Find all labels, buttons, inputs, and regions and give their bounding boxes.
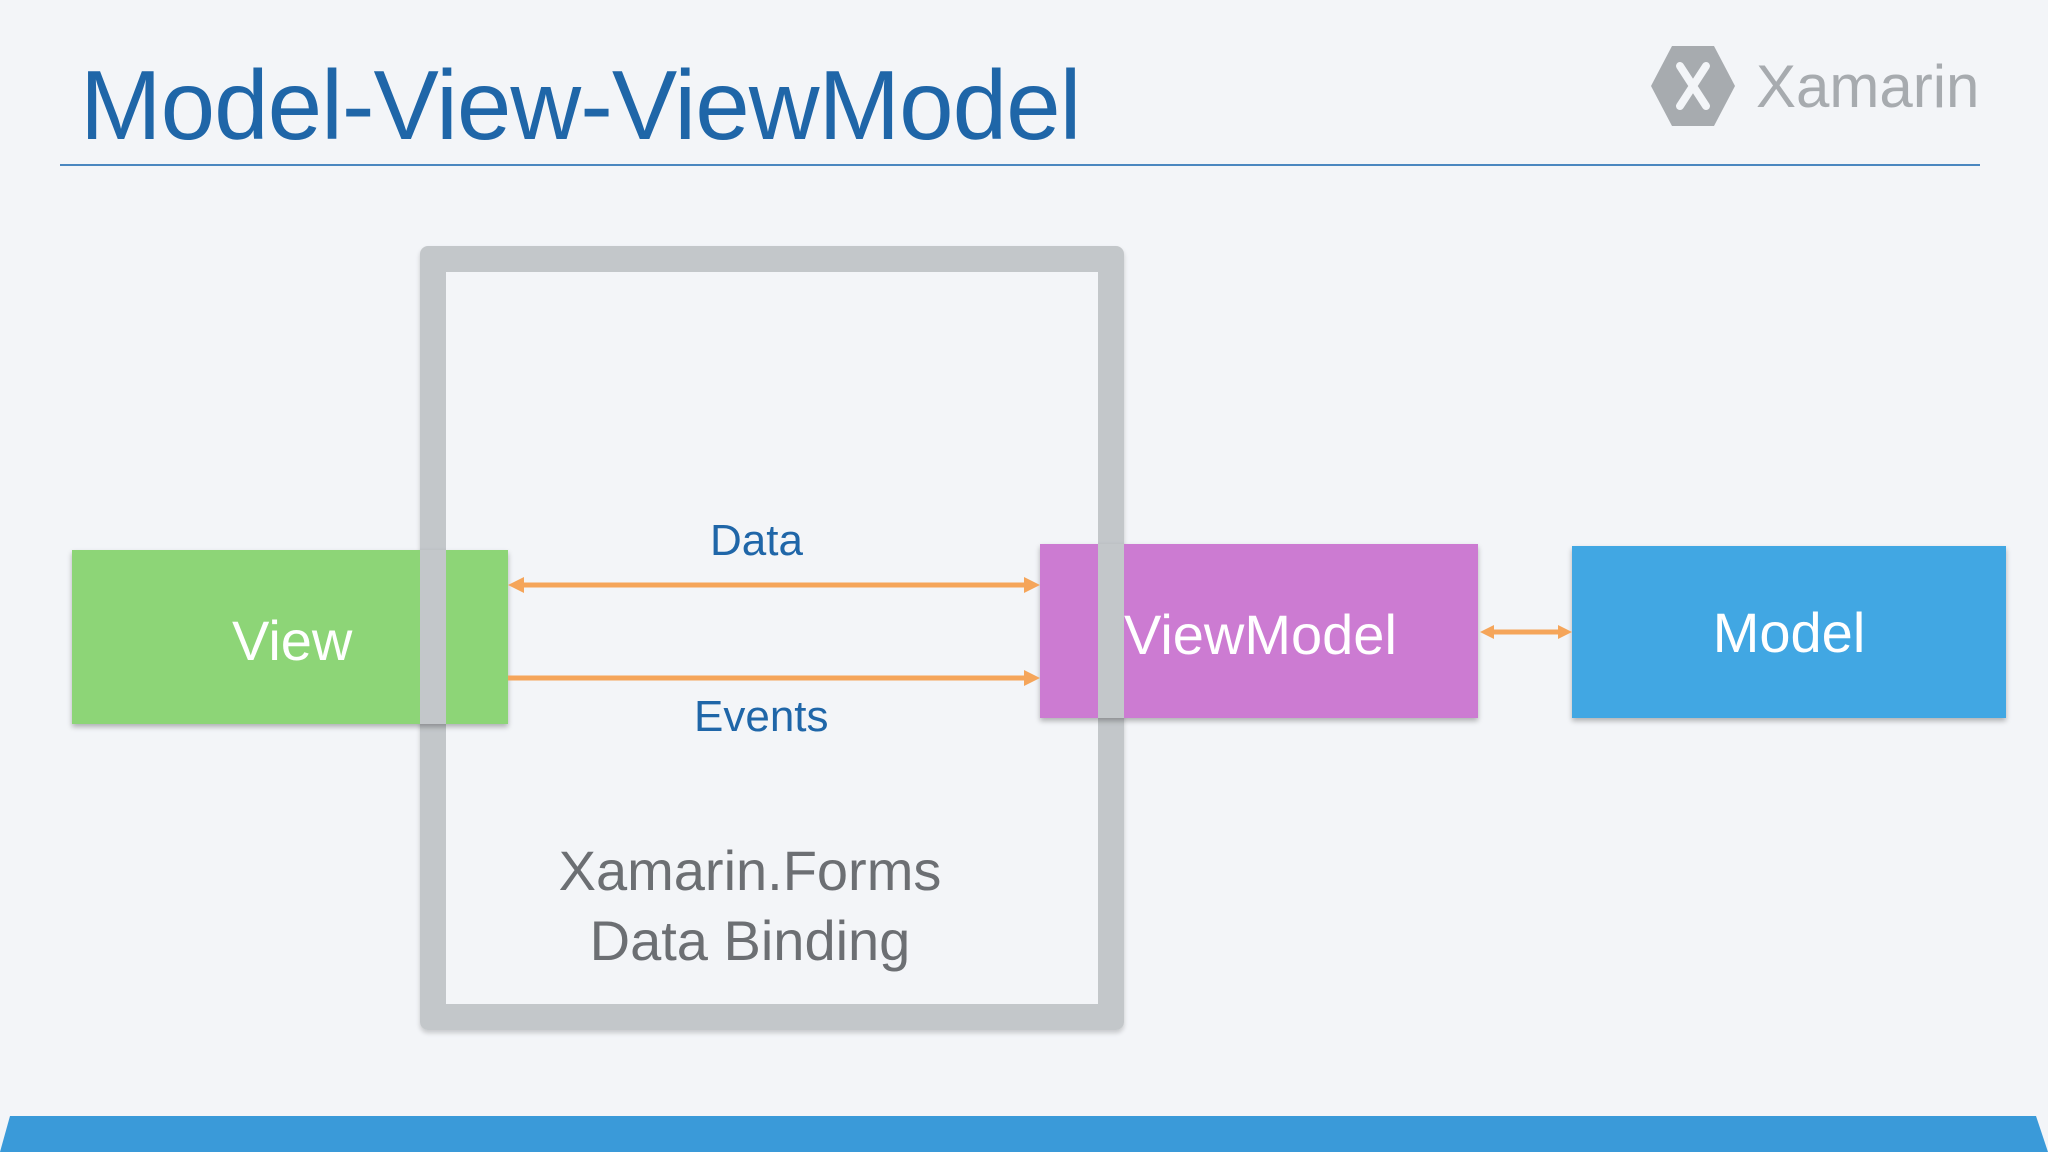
logo-text: Xamarin: [1756, 53, 1980, 120]
viewmodel-model-arrow: [1480, 625, 1572, 639]
frame-caption-line2: Data Binding: [589, 909, 911, 972]
xamarin-hex-icon: [1651, 46, 1735, 126]
frame-caption: Xamarin.Forms Data Binding: [480, 836, 1020, 976]
frame-right-edge: [1098, 544, 1124, 718]
frame-caption-line1: Xamarin.Forms: [558, 839, 942, 902]
slide-title: Model-View-ViewModel: [80, 50, 1081, 160]
title-divider: [60, 164, 1980, 166]
model-box: Model: [1572, 546, 2006, 718]
xamarin-logo: Xamarin: [1650, 44, 1980, 128]
bottom-bar: [0, 1116, 2048, 1152]
data-edge-label: Data: [710, 516, 803, 565]
viewmodel-label: ViewModel: [1124, 603, 1397, 666]
model-label: Model: [1712, 600, 1866, 664]
frame-left-edge: [420, 550, 446, 724]
view-label: View: [232, 609, 353, 672]
events-edge-label: Events: [694, 692, 829, 741]
